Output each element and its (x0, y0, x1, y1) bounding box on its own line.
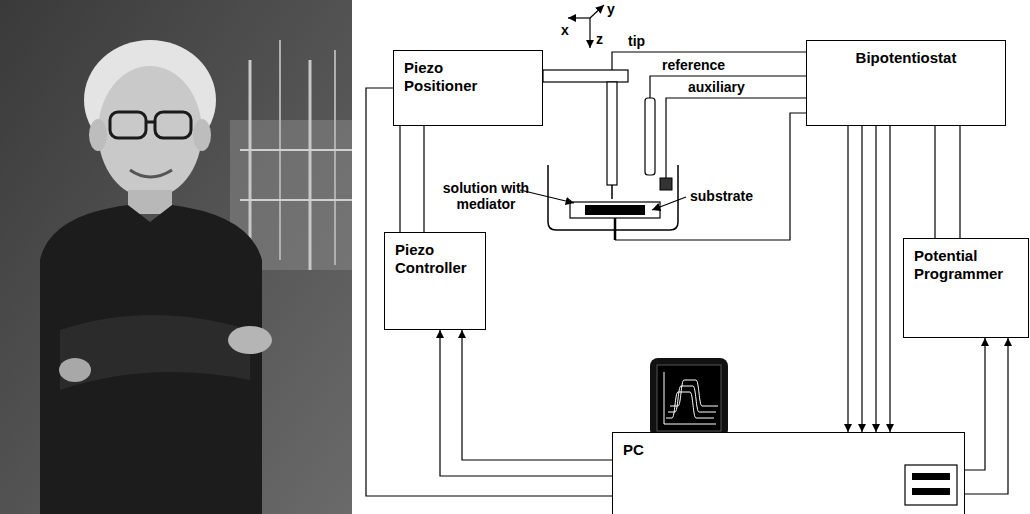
portrait-photo (89, 119, 107, 151)
axis-label: y (607, 1, 615, 17)
portrait-photo (155, 112, 191, 138)
signal-connector (847, 126, 848, 432)
portrait-photo (40, 205, 262, 514)
portrait-photo (240, 149, 352, 151)
signal-connector (399, 126, 400, 232)
electrode-wires (612, 52, 806, 240)
monitor-screen (657, 365, 721, 431)
signal-connector (934, 126, 935, 238)
signal-connector (965, 338, 985, 470)
tip-electrode (607, 82, 617, 185)
axis-arrows (568, 5, 604, 48)
monitor-screen (670, 380, 718, 406)
process-box: Bipotentiostat (806, 40, 1006, 126)
electrochemical-cell (585, 205, 645, 215)
signal-connector (965, 338, 1008, 494)
portrait-photo (193, 119, 211, 151)
signal-connector (959, 126, 960, 238)
electrode-wires (650, 76, 806, 98)
electrode-wires (615, 113, 806, 240)
signal-connector (440, 330, 612, 476)
reference-electrode (645, 98, 655, 175)
electrode-label: tip (628, 33, 645, 49)
box-label: Potential Programmer (914, 247, 1018, 283)
axis-label: x (561, 22, 569, 38)
box-label: PC (623, 441, 644, 459)
signal-connector (875, 126, 876, 432)
monitor-screen (650, 358, 728, 438)
portrait-photo (110, 112, 146, 138)
portrait-photo (146, 121, 155, 124)
portrait-photo (60, 315, 250, 390)
signal-connector (423, 126, 424, 232)
axis-label: z (596, 31, 603, 47)
portrait-photo (98, 66, 202, 198)
axis-arrows (568, 17, 590, 18)
signal-connector (366, 88, 612, 496)
process-box: Piezo Controller (384, 232, 486, 330)
monitor-screen (664, 372, 665, 424)
axis-arrows (590, 5, 604, 18)
electrochemical-cell (614, 218, 617, 240)
substrate-label: substrate (690, 188, 753, 204)
leader-lines (652, 197, 686, 210)
leader-lines (520, 190, 686, 210)
process-box: Piezo Positioner (393, 50, 543, 126)
monitor-screen (666, 392, 714, 418)
box-label: Piezo Controller (395, 241, 475, 277)
monitor-screen (668, 386, 716, 412)
process-box: Potential Programmer (903, 238, 1029, 338)
solution-label: solution with mediator (430, 180, 542, 212)
signal-connector (462, 330, 612, 460)
portrait-photo (0, 0, 352, 514)
reference-electrode (645, 98, 655, 175)
electrode-label: reference (662, 57, 725, 73)
tip-electrode (543, 70, 628, 82)
box-label: Piezo Positioner (404, 59, 500, 95)
process-box: PC (612, 432, 965, 514)
portrait-photo (59, 358, 91, 382)
monitor-screen (650, 358, 728, 438)
electrode-wires (666, 98, 806, 178)
portrait-photo (334, 50, 336, 265)
auxiliary-electrode (660, 178, 672, 190)
box-label: Bipotentiostat (856, 49, 957, 67)
portrait-photo (228, 326, 272, 354)
signal-connector (861, 126, 862, 432)
portrait-photo (0, 0, 352, 514)
portrait-photo (309, 60, 312, 270)
monitor-screen (664, 424, 716, 425)
portrait-photo (130, 170, 172, 177)
signal-connector (889, 126, 890, 432)
portrait-photo (240, 199, 352, 201)
electrode-label: auxiliary (688, 79, 745, 95)
tip-electrode (543, 70, 628, 199)
axis-arrows (589, 18, 590, 48)
auxiliary-electrode (660, 178, 672, 190)
tip-electrode (611, 185, 613, 199)
electrochemical-cell (570, 202, 660, 218)
